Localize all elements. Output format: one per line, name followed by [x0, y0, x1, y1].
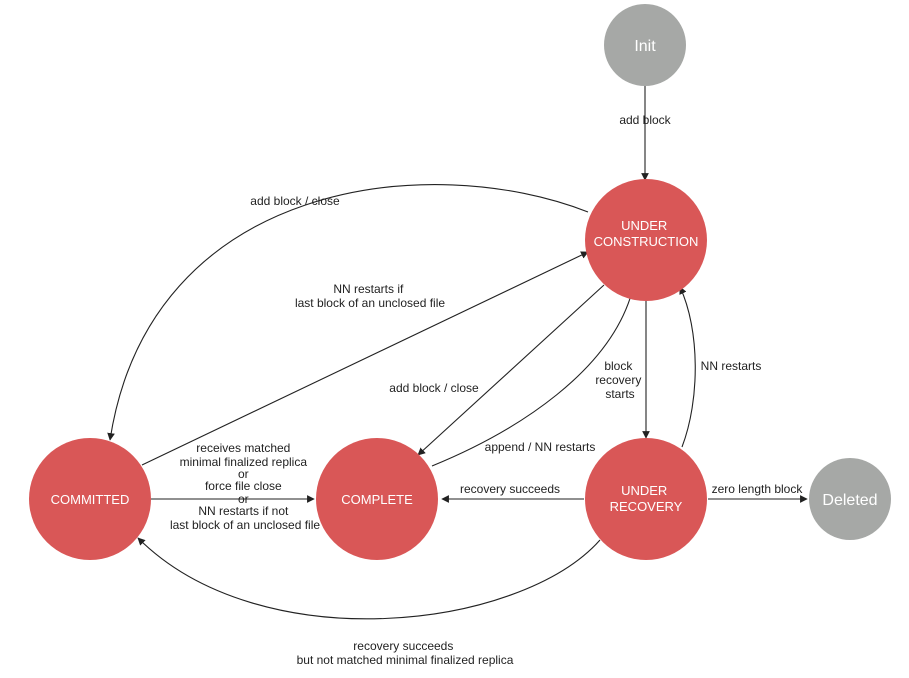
label-committed-to-complete: receives matched minimal finalized repli… — [170, 441, 320, 532]
label-uc-to-complete: add block / close — [389, 381, 479, 395]
label-ur-to-committed-line1: recovery succeeds — [353, 639, 453, 653]
label-committed-to-complete-line7: last block of an unclosed file — [170, 518, 320, 532]
label-committed-to-uc-line2: last block of an unclosed file — [295, 296, 445, 310]
state-complete-label: COMPLETE — [341, 492, 413, 507]
state-under-recovery-line2: RECOVERY — [610, 499, 683, 514]
state-under-construction: UNDER CONSTRUCTION — [585, 179, 707, 301]
state-init: Init — [604, 4, 686, 86]
edge-under-construction-to-complete — [417, 284, 605, 456]
state-under-construction-line2: CONSTRUCTION — [594, 234, 699, 249]
edge-committed-to-under-construction — [141, 251, 589, 466]
label-committed-to-complete-line4: force file close — [205, 479, 282, 493]
label-add-block: add block — [619, 113, 671, 127]
state-committed-label: COMMITTED — [51, 492, 130, 507]
state-complete: COMPLETE — [316, 438, 438, 560]
label-ur-to-committed: recovery succeeds but not matched minima… — [297, 639, 514, 667]
label-ur-to-deleted: zero length block — [712, 482, 804, 496]
state-under-construction-label: UNDER CONSTRUCTION — [594, 218, 699, 249]
label-uc-to-ur-line1: block — [604, 359, 633, 373]
edge-complete-to-under-construction — [431, 291, 634, 467]
state-init-label: Init — [634, 38, 656, 55]
label-committed-to-uc: NN restarts if last block of an unclosed… — [295, 282, 445, 310]
label-committed-to-uc-line1: NN restarts if — [333, 282, 404, 296]
label-committed-to-complete-line5: or — [238, 492, 249, 506]
state-under-recovery-line1: UNDER — [621, 483, 667, 498]
label-ur-to-committed-line2: but not matched minimal finalized replic… — [297, 653, 514, 667]
label-committed-to-complete-line3: or — [238, 467, 249, 481]
state-committed: COMMITTED — [29, 438, 151, 560]
state-deleted-label: Deleted — [822, 492, 877, 509]
label-uc-to-ur: block recovery starts — [595, 359, 644, 401]
state-deleted: Deleted — [809, 458, 891, 540]
edge-under-recovery-to-committed — [137, 537, 601, 620]
label-committed-to-complete-line6: NN restarts if not — [198, 504, 289, 518]
edge-under-recovery-to-under-construction — [679, 286, 696, 448]
state-under-construction-line1: UNDER — [621, 218, 667, 233]
label-committed-to-complete-line2: minimal finalized replica — [180, 455, 308, 469]
state-under-recovery: UNDER RECOVERY — [585, 438, 707, 560]
label-ur-to-complete: recovery succeeds — [460, 482, 560, 496]
label-uc-to-committed: add block / close — [250, 194, 340, 208]
label-ur-to-uc: NN restarts — [701, 359, 762, 373]
edge-under-construction-to-committed — [107, 184, 589, 441]
label-uc-to-ur-line3: starts — [605, 387, 634, 401]
label-committed-to-complete-line1: receives matched — [196, 441, 290, 455]
label-complete-to-uc: append / NN restarts — [485, 440, 596, 454]
state-under-recovery-label: UNDER RECOVERY — [610, 483, 683, 514]
label-uc-to-ur-line2: recovery — [595, 373, 641, 387]
